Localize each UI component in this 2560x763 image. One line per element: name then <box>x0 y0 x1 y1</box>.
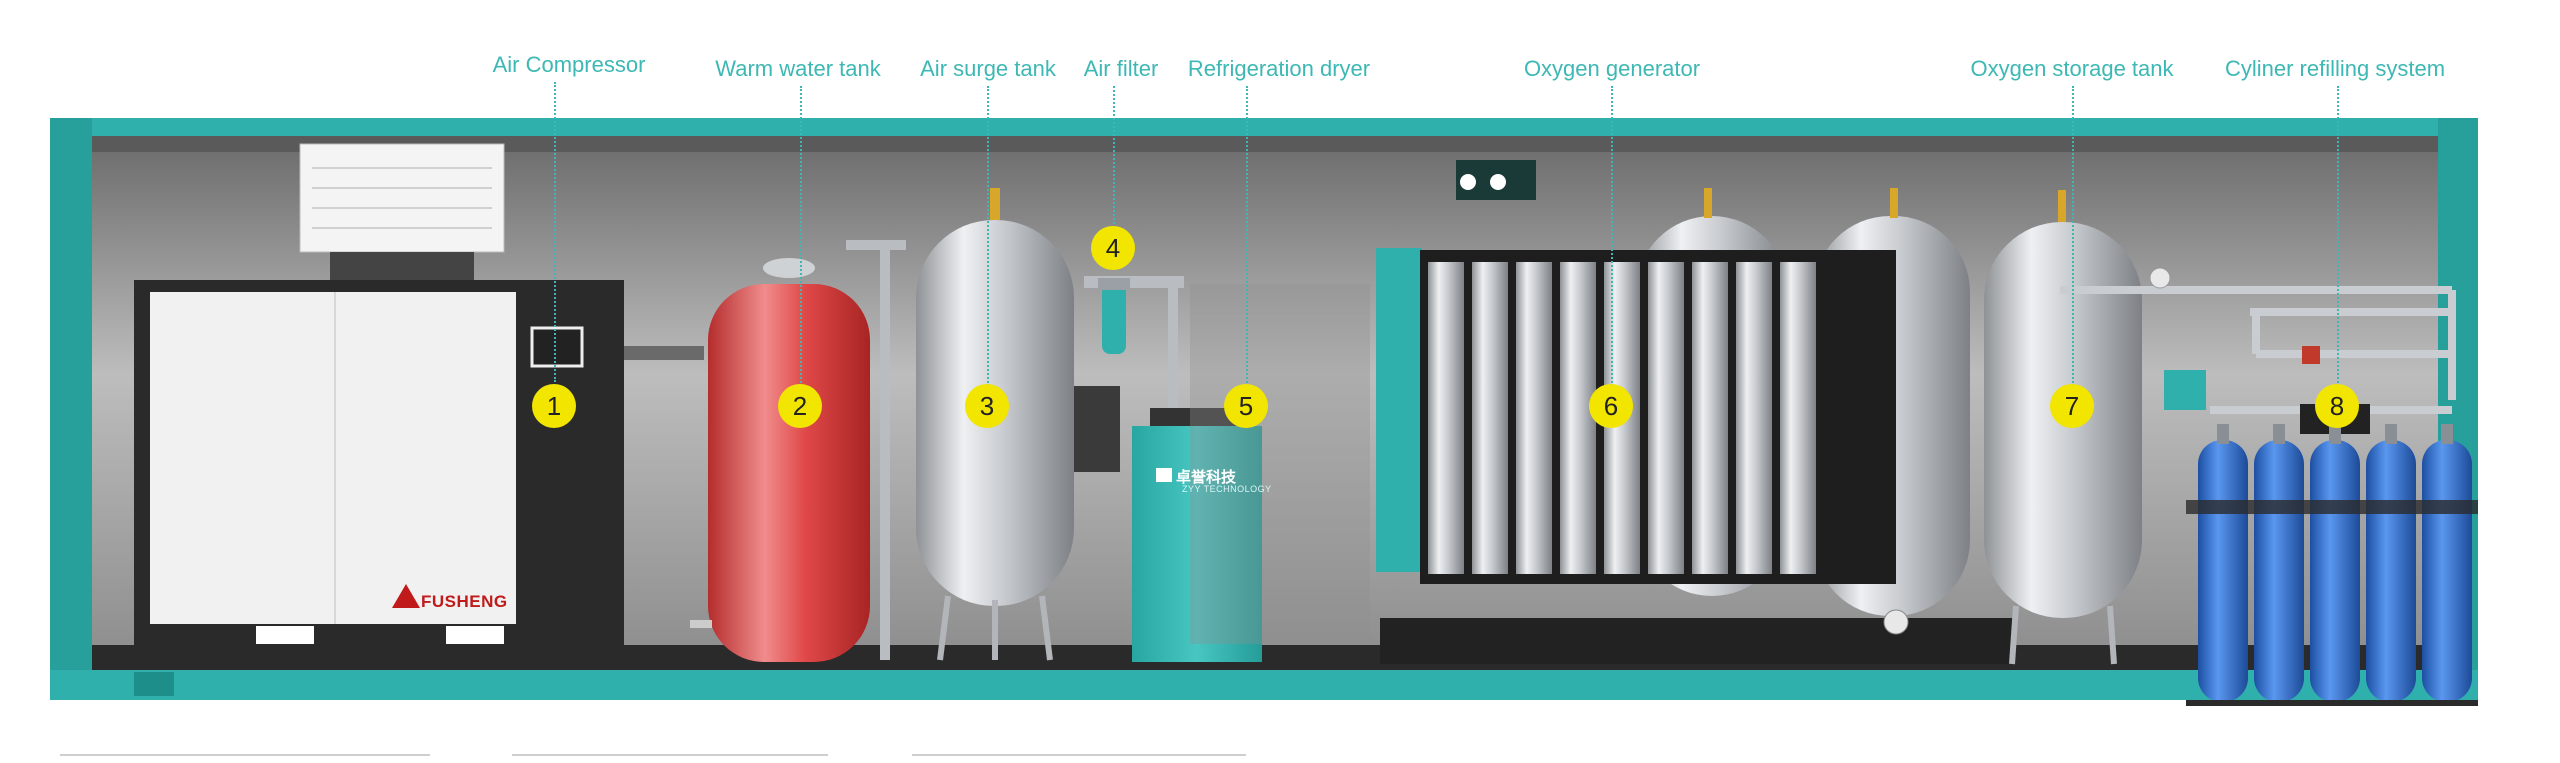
dryer-logo-icon <box>1156 468 1172 482</box>
label-refrigeration-dryer: Refrigeration dryer <box>1187 56 1371 81</box>
refrigeration-dryer <box>1132 426 1262 662</box>
generator-base <box>1380 618 2014 664</box>
surge-tank-box <box>1074 386 1120 472</box>
valve-icon <box>2302 346 2320 364</box>
cylinder-valve-icon <box>2273 424 2285 444</box>
oxygen-cylinder <box>2310 440 2360 702</box>
badge-6: 6 <box>1589 384 1633 428</box>
sieve-column <box>1780 262 1816 574</box>
sieve-column <box>1516 262 1552 574</box>
fusheng-logo-icon <box>392 584 420 608</box>
vent-duct <box>330 252 474 282</box>
cylinder-valve-icon <box>2385 424 2397 444</box>
badge-3: 3 <box>965 384 1009 428</box>
label-oxygen-generator: Oxygen generator <box>1523 56 1701 81</box>
leader-line-7 <box>2072 86 2074 386</box>
generator-control-cabinet <box>1376 248 1422 572</box>
leader-line-4 <box>1113 86 1115 224</box>
sieve-column <box>1648 262 1684 574</box>
cylinder-valve-icon <box>2441 424 2453 444</box>
label-air-compressor: Air Compressor <box>492 52 646 77</box>
ceiling <box>92 136 2438 152</box>
badge-2: 2 <box>778 384 822 428</box>
leader-line-5 <box>1246 86 1248 386</box>
badge-4: 4 <box>1091 226 1135 270</box>
badge-8: 8 <box>2315 384 2359 428</box>
sieve-column <box>1692 262 1728 574</box>
oxygen-cylinder <box>2254 440 2304 702</box>
compressor-panel <box>150 292 516 624</box>
forklift-pocket <box>134 672 174 696</box>
compressor-display <box>530 326 584 368</box>
leader-line-1 <box>554 82 556 382</box>
oxygen-cylinder <box>2366 440 2416 702</box>
fusheng-brand: FUSHENG <box>421 592 508 611</box>
oxygen-cylinders <box>2198 424 2472 702</box>
label-air-filter: Air filter <box>1083 56 1159 81</box>
warm-water-tank <box>708 284 870 662</box>
footer-divider-2 <box>512 754 828 756</box>
badge-7: 7 <box>2050 384 2094 428</box>
compressor-vent <box>299 143 505 253</box>
label-warm-water-tank: Warm water tank <box>715 56 881 81</box>
leader-line-6 <box>1611 86 1613 386</box>
sieve-column <box>1560 262 1596 574</box>
compressor-pipe <box>624 346 704 360</box>
footer-divider-1 <box>60 754 430 756</box>
sieve-column <box>1428 262 1464 574</box>
label-oxygen-storage-tank: Oxygen storage tank <box>1970 56 2174 81</box>
back-door <box>1190 284 1370 644</box>
sieve-columns <box>1428 262 1816 574</box>
cylinder-valve-icon <box>2217 424 2229 444</box>
badge-5: 5 <box>1224 384 1268 428</box>
sieve-column <box>1736 262 1772 574</box>
footer-divider-3 <box>912 754 1246 756</box>
left-post <box>50 118 92 700</box>
leader-line-2 <box>800 86 802 386</box>
oxygen-cylinder <box>2198 440 2248 702</box>
dryer-brand-cn: 卓誉科技 <box>1176 469 1237 486</box>
leader-line-3 <box>987 86 989 386</box>
dryer-brand-en: ZYY TECHNOLOGY <box>1182 484 1272 494</box>
bottom-rail <box>50 670 2478 700</box>
water-pipe <box>880 240 890 660</box>
label-air-surge-tank: Air surge tank <box>920 56 1056 81</box>
refill-manifold-box <box>2164 370 2206 410</box>
leader-line-8 <box>2337 86 2339 386</box>
cylinder-valve-icon <box>2329 424 2341 444</box>
sieve-column <box>1472 262 1508 574</box>
oxygen-cylinder <box>2422 440 2472 702</box>
label-cylinder-refilling-system: Cyliner refilling system <box>2224 56 2446 81</box>
badge-1: 1 <box>532 384 576 428</box>
air-filter <box>1102 284 1126 354</box>
